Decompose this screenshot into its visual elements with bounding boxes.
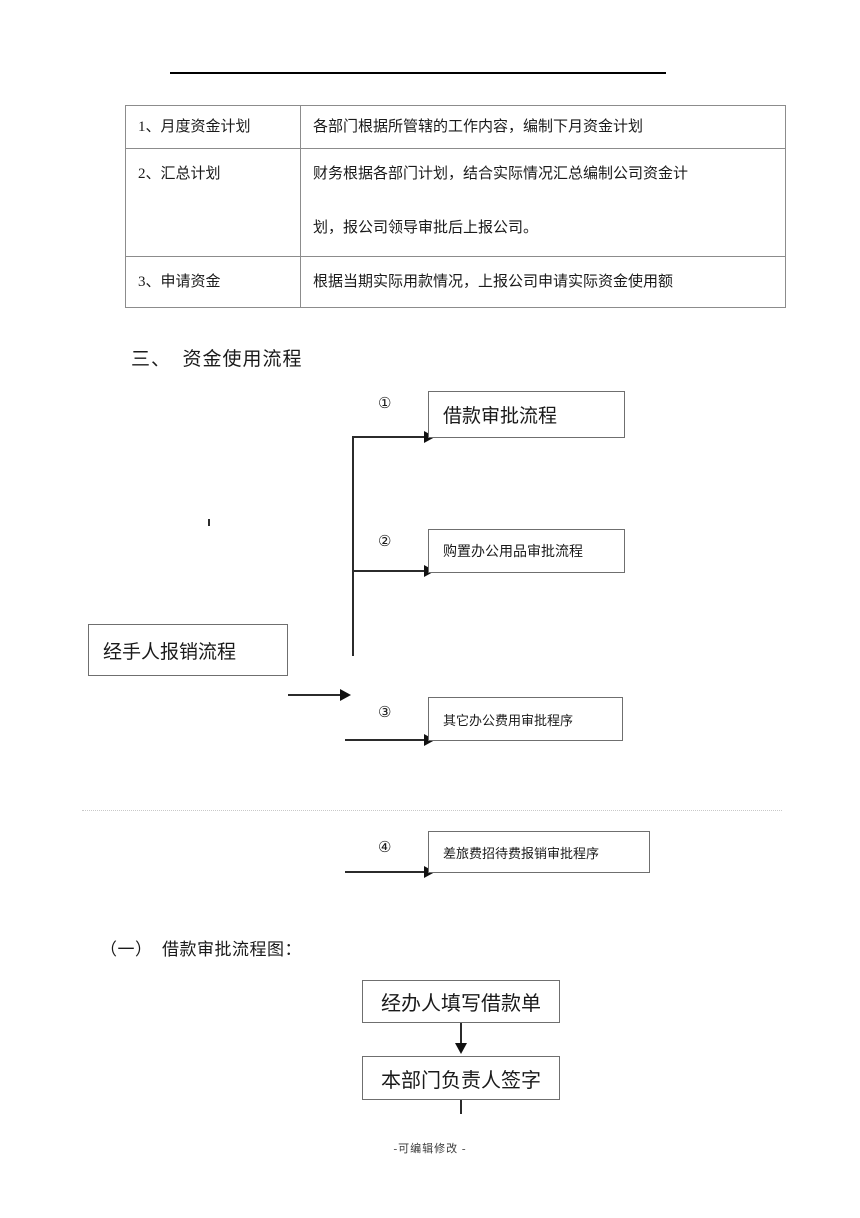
flow-box-branch-3: 其它办公费用审批程序 <box>428 697 623 741</box>
flow-box-label: 购置办公用品审批流程 <box>443 545 583 560</box>
connector-spine <box>352 436 354 656</box>
table-cell-label: 1、月度资金计划 <box>125 105 301 149</box>
flow-box-branch-1: 借款审批流程 <box>428 391 625 438</box>
desc-line: 根据当期实际用款情况，上报公司申请实际资金使用额 <box>313 273 674 290</box>
flow-box-label: 差旅费招待费报销审批程序 <box>443 845 600 861</box>
flow-step-label: 本部门负责人签字 <box>381 1069 541 1092</box>
flow-box-label: 借款审批流程 <box>443 406 558 427</box>
arrowhead-icon <box>340 689 351 701</box>
top-horizontal-rule <box>170 72 666 74</box>
connector-step-1-2 <box>460 1023 462 1045</box>
table-row: 2、汇总计划 财务根据各部门计划，结合实际情况汇总编制公司资金计 划，报公司领导… <box>125 148 786 257</box>
table-cell-label: 3、申请资金 <box>125 256 301 308</box>
connector-branch-3 <box>345 739 426 741</box>
flow-box-branch-2: 购置办公用品审批流程 <box>428 529 625 573</box>
desc-line: 财务根据各部门计划，结合实际情况汇总编制公司资金计 <box>313 166 689 182</box>
table-cell-label: 2、汇总计划 <box>125 148 301 257</box>
funding-plan-table: 1、月度资金计划 各部门根据所管辖的工作内容，编制下月资金计划 2、汇总计划 财… <box>125 105 786 308</box>
flow-box-source: 经手人报销流程 <box>88 624 288 676</box>
subsection-heading: （一） 借款审批流程图： <box>100 940 302 959</box>
connector-source-stub <box>288 694 342 696</box>
page-break-dotted-line <box>82 810 782 811</box>
arrowhead-down-icon <box>455 1043 467 1054</box>
connector-branch-2 <box>352 570 426 572</box>
flow-box-branch-4: 差旅费招待费报销审批程序 <box>428 831 650 873</box>
connector-branch-4 <box>345 871 426 873</box>
table-cell-desc: 根据当期实际用款情况，上报公司申请实际资金使用额 <box>300 256 786 308</box>
table-cell-desc: 各部门根据所管辖的工作内容，编制下月资金计划 <box>300 105 786 149</box>
connector-branch-1 <box>352 436 426 438</box>
table-row: 1、月度资金计划 各部门根据所管辖的工作内容，编制下月资金计划 <box>125 105 786 149</box>
table-row: 3、申请资金 根据当期实际用款情况，上报公司申请实际资金使用额 <box>125 256 786 308</box>
branch-marker-2: ② <box>378 534 392 550</box>
branch-marker-3: ③ <box>378 705 392 721</box>
branch-marker-1: ① <box>378 396 392 412</box>
flow-box-label: 其它办公费用审批程序 <box>443 712 574 728</box>
table-cell-desc: 财务根据各部门计划，结合实际情况汇总编制公司资金计 划，报公司领导审批后上报公司… <box>300 148 786 257</box>
flow-step-label: 经办人填写借款单 <box>381 993 541 1015</box>
flow-step-box-1: 经办人填写借款单 <box>362 980 560 1023</box>
connector-step-2-tail <box>460 1100 462 1114</box>
section-heading: 三、 资金使用流程 <box>131 349 303 370</box>
ink-speck-artifact <box>208 519 210 526</box>
branch-marker-4: ④ <box>378 840 392 856</box>
desc-line: 划，报公司领导审批后上报公司。 <box>313 219 539 236</box>
flow-box-label: 经手人报销流程 <box>103 641 237 663</box>
footer-note: -可编辑修改 - <box>393 1143 467 1155</box>
desc-line: 各部门根据所管辖的工作内容，编制下月资金计划 <box>313 118 644 135</box>
flow-step-box-2: 本部门负责人签字 <box>362 1056 560 1100</box>
